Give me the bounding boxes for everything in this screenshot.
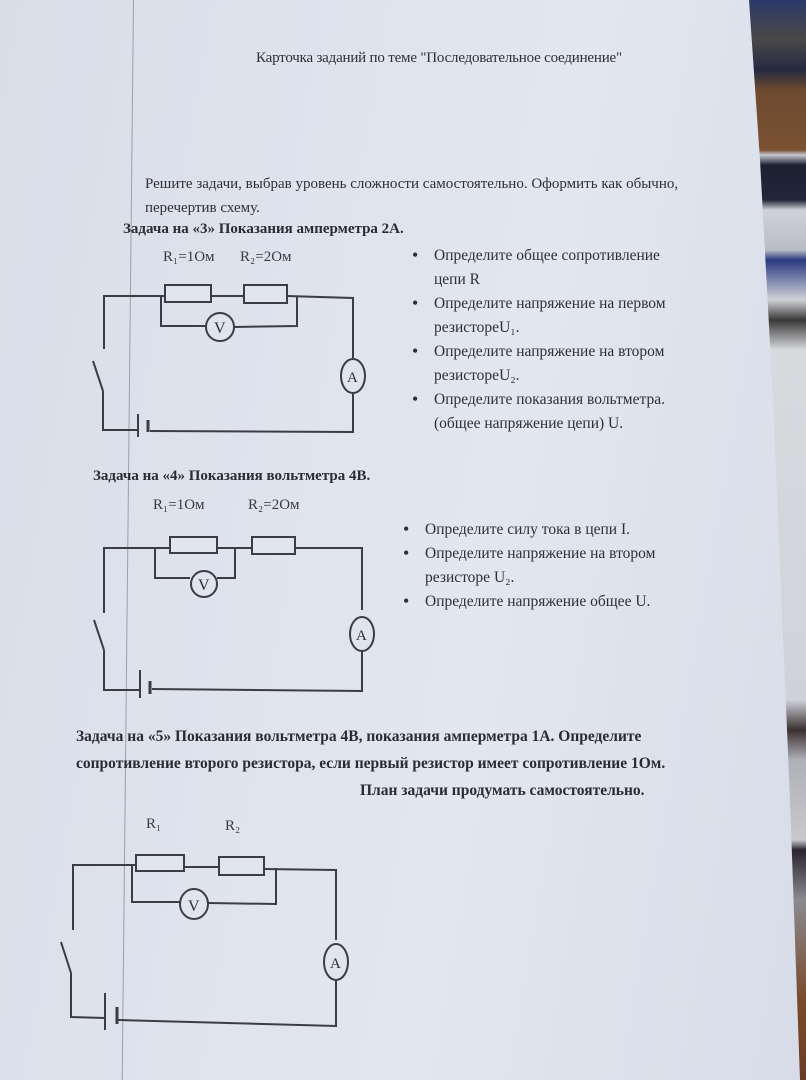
task-3-heading: Задача на «3» Показания амперметра 2А. xyxy=(123,221,404,237)
wire xyxy=(102,391,138,431)
resistor-r1 xyxy=(169,536,218,554)
switch-blade xyxy=(60,941,72,974)
task-4-r2-label: R₂=2Ом xyxy=(248,497,300,513)
document-title: Карточка заданий по теме "Последовательн… xyxy=(256,50,622,66)
task-4-r1-label: R₁=1Ом xyxy=(153,497,205,513)
intro-line-1: Решите задачи, выбрав уровень сложности … xyxy=(145,176,679,192)
task-4-heading: Задача на «4» Показания вольтметра 4В. xyxy=(93,468,371,484)
wire xyxy=(70,973,106,1019)
wire xyxy=(131,865,180,903)
question-item: Определите напряжение на первом резистор… xyxy=(412,291,692,340)
task-5-r2-label: R₂ xyxy=(225,818,241,834)
question-item: Определите общее сопротивление цепи R xyxy=(412,243,692,292)
resistor-r1 xyxy=(135,854,185,872)
voltmeter-symbol xyxy=(190,570,218,598)
wire xyxy=(207,868,277,906)
question-item: Определите напряжение на втором резистор… xyxy=(403,541,693,590)
question-item: Определите показания вольтметра. (общее … xyxy=(412,387,692,436)
wire xyxy=(103,295,165,349)
wire xyxy=(154,548,190,579)
ammeter-label: A xyxy=(347,370,358,386)
voltmeter-label: V xyxy=(198,577,210,594)
task-5-heading-line-3: План задачи продумать самостоятельно. xyxy=(360,782,645,799)
wire xyxy=(117,980,337,1028)
switch-blade xyxy=(93,619,105,651)
question-item: Определите напряжение общее U. xyxy=(403,589,693,614)
question-item: Определите силу тока в цепи I. xyxy=(403,517,693,542)
task-3-r1-label: R₁=1Ом xyxy=(163,249,215,265)
task-3-questions: Определите общее сопротивление цепи R Оп… xyxy=(412,243,692,436)
wire xyxy=(295,547,363,610)
task-3-r2-label: R₂=2Ом xyxy=(240,249,292,265)
wire xyxy=(233,296,298,328)
voltmeter-label: V xyxy=(188,898,200,915)
wire xyxy=(103,650,140,691)
wire xyxy=(217,548,236,579)
wire xyxy=(103,547,170,613)
intro-line-2: перечертив схему. xyxy=(145,200,260,216)
voltmeter-label: V xyxy=(214,320,226,337)
question-item: Определите напряжение на втором резистор… xyxy=(412,339,692,388)
task-4-questions: Определите силу тока в цепи I. Определит… xyxy=(403,517,693,614)
wire xyxy=(160,296,206,327)
wire xyxy=(151,651,363,693)
task-5-heading-line-1: Задача на «5» Показания вольтметра 4В, п… xyxy=(76,728,642,745)
task-5-heading-line-2: сопротивление второго резистора, если пе… xyxy=(76,755,666,772)
resistor-r2 xyxy=(243,284,288,304)
resistor-r1 xyxy=(164,284,212,303)
wire xyxy=(149,393,354,434)
ammeter-label: A xyxy=(330,956,341,972)
resistor-r2 xyxy=(251,536,296,555)
switch-blade xyxy=(92,360,104,392)
ammeter-label: A xyxy=(356,628,367,644)
wire xyxy=(286,295,354,358)
resistor-r2 xyxy=(218,856,265,876)
task-5-r1-label: R₁ xyxy=(146,816,162,832)
wire xyxy=(72,864,136,930)
wire xyxy=(263,868,337,940)
